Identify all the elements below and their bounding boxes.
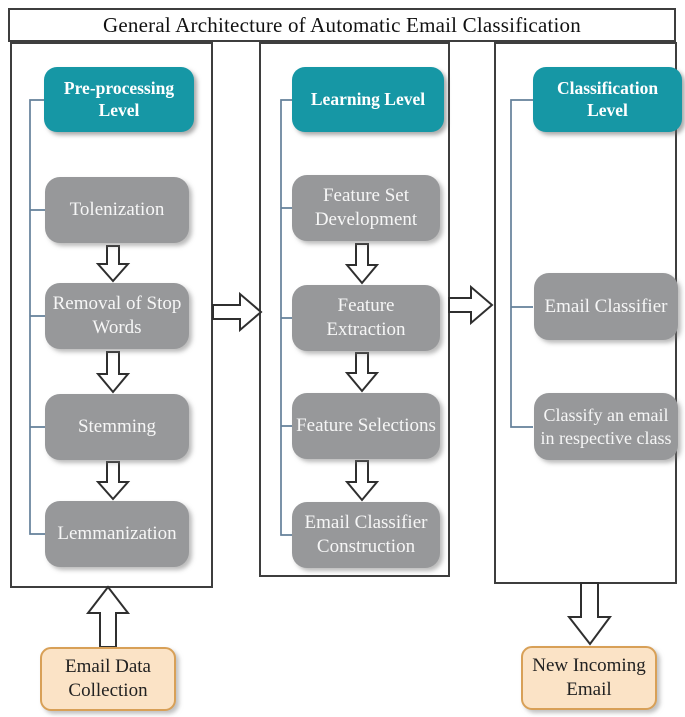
node-classify-email-in-class: Classify an email in respective class (534, 393, 678, 460)
node-email-classifier: Email Classifier (534, 273, 678, 340)
diagram-title: General Architecture of Automatic Email … (8, 8, 676, 42)
header-classification-level: Classification Level (533, 67, 682, 132)
node-email-data-collection: Email Data Collection (40, 647, 176, 711)
down-arrow-icon (566, 582, 612, 646)
right-arrow-icon (212, 291, 263, 333)
node-feature-extraction: Feature Extraction (292, 285, 440, 351)
node-feature-selections: Feature Selections (292, 393, 440, 459)
node-stemming: Stemming (45, 394, 189, 460)
node-removal-of-stop-words: Removal of Stop Words (45, 283, 189, 349)
node-tolenization: Tolenization (45, 177, 189, 243)
header-preprocessing-level: Pre-processing Level (44, 67, 194, 132)
node-new-incoming-email: New Incoming Email (521, 646, 657, 710)
node-email-classifier-construction: Email Classifier Construction (292, 502, 440, 568)
right-arrow-icon (448, 284, 494, 326)
up-arrow-icon (85, 585, 131, 648)
node-feature-set-development: Feature Set Development (292, 175, 440, 241)
header-learning-level: Learning Level (292, 67, 444, 132)
node-lemmanization: Lemmanization (45, 501, 189, 567)
